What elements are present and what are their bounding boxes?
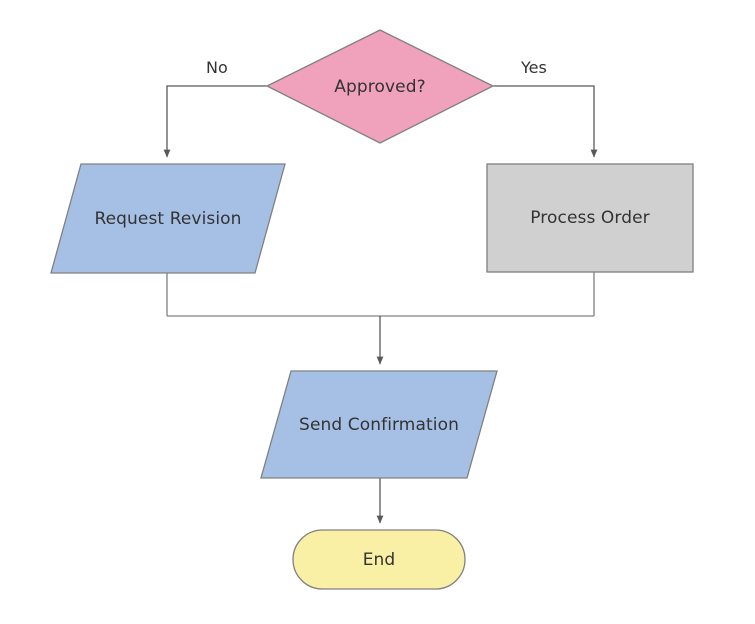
edge-decision-to-process-order bbox=[493, 85, 598, 158]
node-layer bbox=[50, 29, 694, 590]
node-send-confirmation[interactable] bbox=[260, 370, 498, 479]
edge-label-yes: Yes bbox=[521, 58, 547, 77]
edge-decision-to-request-revision bbox=[163, 85, 267, 158]
node-request-revision[interactable] bbox=[50, 163, 286, 274]
edge-label-no: No bbox=[206, 58, 228, 77]
connector-layer bbox=[163, 85, 598, 524]
node-decision-approved[interactable] bbox=[265, 29, 495, 144]
node-process-order[interactable] bbox=[486, 163, 694, 273]
node-end[interactable] bbox=[292, 529, 466, 590]
